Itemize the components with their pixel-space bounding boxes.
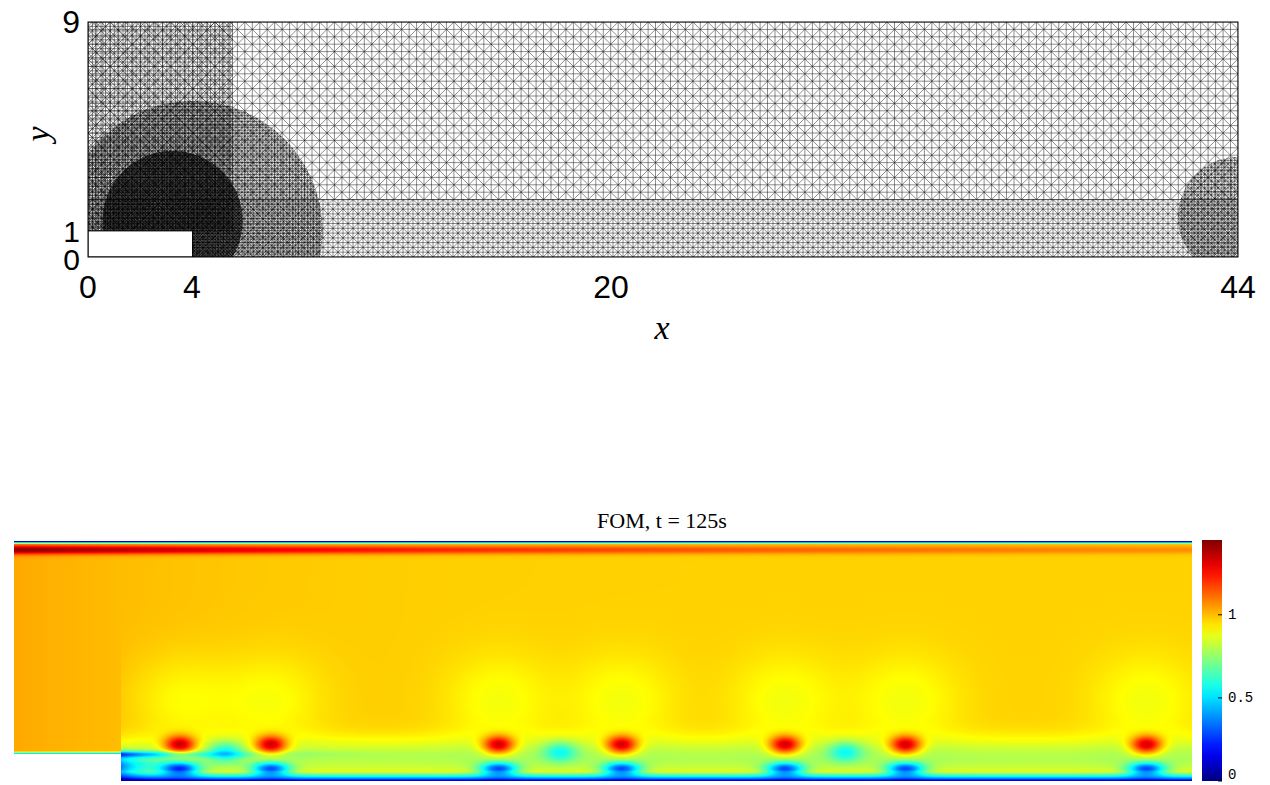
colorbar: [1202, 540, 1222, 781]
mesh-refinement: [1178, 157, 1238, 257]
step-obstacle: [88, 231, 193, 257]
mesh-lines: [88, 101, 323, 257]
triangular-mesh: [88, 22, 1238, 257]
mesh-lines: [88, 22, 1238, 200]
colorbar-tick: [1218, 614, 1222, 615]
colorbar-tick: [1218, 781, 1222, 782]
colorbar-label: 1: [1228, 608, 1236, 622]
tick-label: 1: [63, 217, 80, 247]
colorbar-label: 0: [1228, 768, 1236, 782]
velocity-field: [14, 541, 1192, 781]
mesh-lines: [1178, 157, 1238, 257]
colorbar-tick: [1218, 697, 1222, 698]
tick-label: 4: [183, 271, 201, 303]
tick-label: 20: [593, 271, 629, 303]
axes-frame: [88, 22, 1238, 257]
colorbar-label: 0.5: [1228, 691, 1253, 705]
axis-label: x: [654, 311, 669, 345]
tick-label: 0: [79, 271, 97, 303]
tick-label: 44: [1220, 271, 1256, 303]
tick-label: 0: [63, 245, 80, 275]
mesh-refinement: [88, 101, 323, 257]
axis-label: y: [21, 126, 55, 141]
plot-title: FOM, t = 125s: [597, 510, 727, 532]
tick-label: 9: [62, 6, 80, 38]
